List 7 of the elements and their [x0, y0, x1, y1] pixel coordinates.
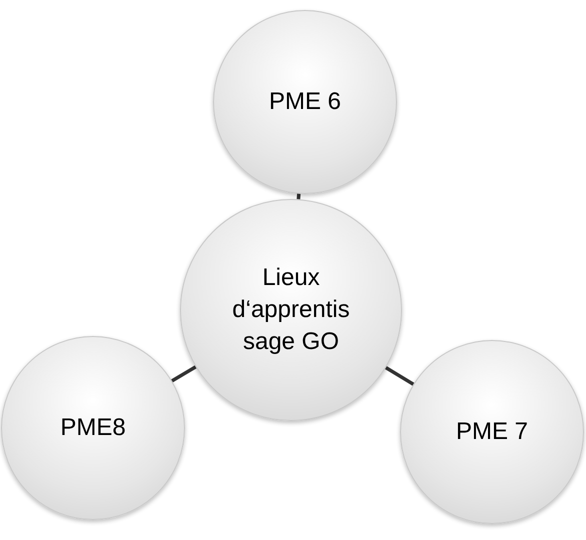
- node-label: PME8: [60, 413, 126, 443]
- connector-line: [296, 194, 301, 200]
- node-label: Lieux d‘apprentis sage GO: [231, 263, 351, 357]
- connector-line: [171, 365, 197, 382]
- node-label: PME 7: [456, 417, 528, 447]
- node-label: PME 6: [268, 87, 342, 117]
- connector-line: [384, 366, 414, 386]
